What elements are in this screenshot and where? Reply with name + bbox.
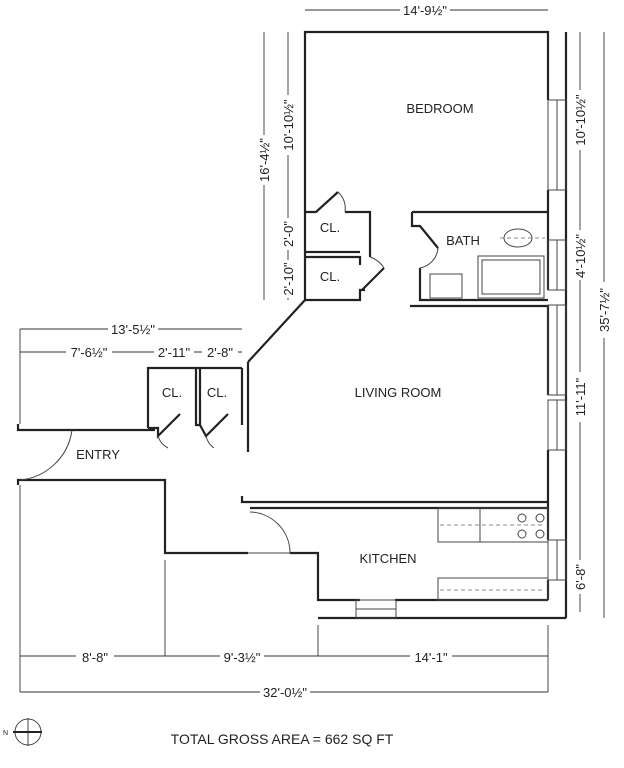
windows xyxy=(355,99,567,619)
dim-entry-total: 13'-5½" xyxy=(111,322,155,337)
dim-closet-upper: 2'-0" xyxy=(281,221,296,247)
dim-closet-lower: 2'-10" xyxy=(281,262,296,296)
dim-bedroom-depth-left: 10'-10½" xyxy=(281,99,296,151)
room-closet-4: CL. xyxy=(207,385,227,400)
door-swings xyxy=(19,191,439,554)
counter-lower xyxy=(437,577,549,601)
dim-left-total: 16'-4½" xyxy=(257,138,272,182)
room-closet-1: CL. xyxy=(320,220,340,235)
dim-bottom-a: 8'-8" xyxy=(82,650,108,665)
dimension-labels: 14'-9½" 10'-10½" 16'-4½" 2'-0" 2'-10" 10… xyxy=(66,2,612,700)
room-closet-3: CL. xyxy=(162,385,182,400)
dim-kitchen-depth: 6'-8" xyxy=(573,564,588,590)
dim-bottom-b: 9'-3½" xyxy=(224,650,261,665)
north-arrow-icon: N xyxy=(3,718,42,746)
dim-bottom-c: 14'-1" xyxy=(414,650,448,665)
sink xyxy=(429,273,463,299)
counter-upper xyxy=(437,507,549,543)
room-bath: BATH xyxy=(446,233,480,248)
stove-burners xyxy=(517,513,545,539)
dim-closet-a: 2'-11" xyxy=(158,345,191,360)
room-living: LIVING ROOM xyxy=(355,385,442,400)
room-bedroom: BEDROOM xyxy=(406,101,473,116)
room-entry: ENTRY xyxy=(76,447,120,462)
dim-overall-depth: 35'-7½" xyxy=(597,288,612,332)
dim-entry-width: 7'-6½" xyxy=(71,345,108,360)
north-label: N xyxy=(3,730,8,737)
dim-overall-width: 32'-0½" xyxy=(263,685,307,700)
dim-bedroom-depth-right: 10'-10½" xyxy=(573,94,588,146)
room-labels: BEDROOM BATH LIVING ROOM KITCHEN ENTRY C… xyxy=(76,101,480,566)
dim-bath-depth: 4'-10½" xyxy=(573,234,588,278)
dim-living-depth: 11'-11" xyxy=(573,377,588,416)
room-closet-2: CL. xyxy=(320,269,340,284)
dim-closet-b: 2'-8" xyxy=(207,345,233,360)
bathtub xyxy=(477,255,545,299)
dim-bedroom-width: 14'-9½" xyxy=(403,3,447,18)
room-kitchen: KITCHEN xyxy=(359,551,416,566)
total-area: TOTAL GROSS AREA = 662 SQ FT xyxy=(171,731,394,747)
fixtures xyxy=(429,228,549,601)
